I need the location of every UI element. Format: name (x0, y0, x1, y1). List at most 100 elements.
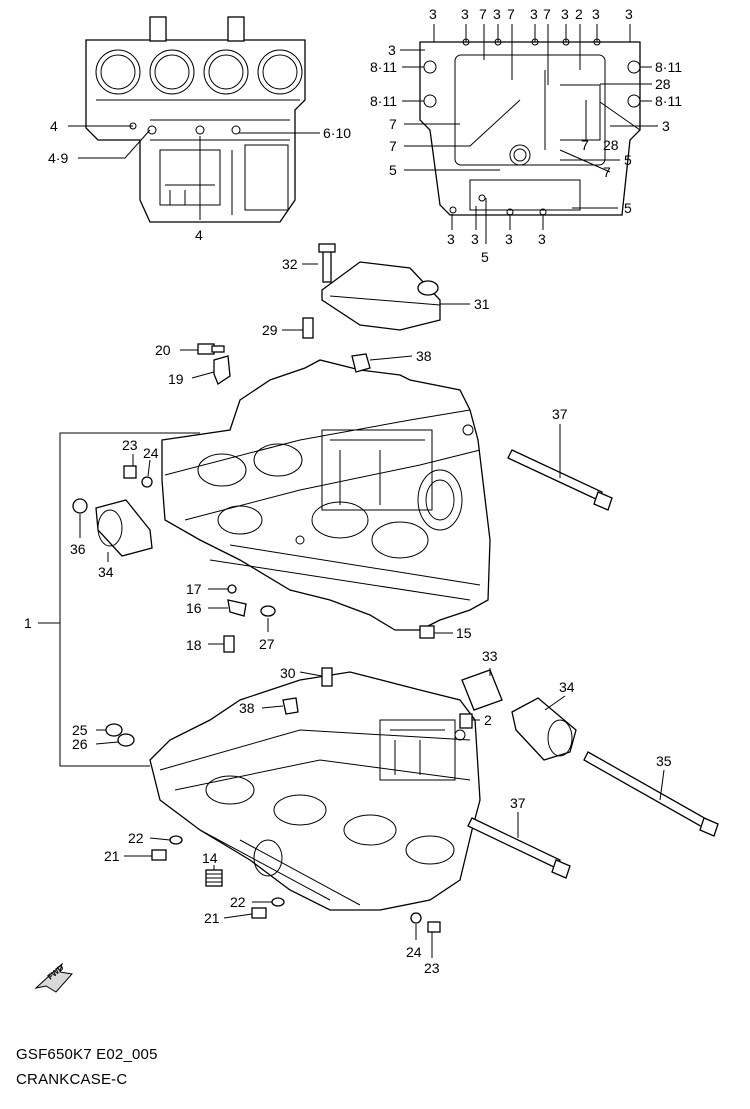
dowel-2-lower (459, 713, 473, 729)
plug-25 (105, 723, 123, 737)
callout-3: 3 (530, 6, 538, 22)
callout-37: 37 (510, 795, 526, 811)
callout-26: 26 (72, 736, 88, 752)
callout-7: 7 (389, 138, 397, 154)
bracket-19 (213, 355, 231, 385)
callout-7: 7 (543, 6, 551, 22)
callout-35: 35 (656, 753, 672, 769)
callout-3: 3 (447, 231, 455, 247)
callout-3: 3 (461, 6, 469, 22)
callout-3: 3 (471, 231, 479, 247)
fwd-arrow-icon: FWD (34, 962, 73, 993)
callout-18: 18 (186, 637, 202, 653)
oil-pipe-cover-31 (321, 261, 441, 331)
cap-38-upper (351, 353, 371, 373)
plug-29 (302, 317, 314, 339)
callout-5: 5 (624, 200, 632, 216)
callout-38: 38 (239, 700, 255, 716)
bolt-18 (223, 635, 235, 653)
callout-5: 5 (389, 162, 397, 178)
callout-28: 28 (655, 76, 671, 92)
upper-crankcase-top-view (85, 16, 306, 223)
callout-8-11: 8·11 (370, 93, 397, 109)
callout-7: 7 (507, 6, 515, 22)
callout-4: 4 (50, 118, 58, 134)
callout-23: 23 (424, 960, 440, 976)
sleeve-33 (461, 669, 503, 711)
callout-25: 25 (72, 722, 88, 738)
callout-3: 3 (505, 231, 513, 247)
plug-15 (419, 625, 435, 639)
callout-3: 3 (538, 231, 546, 247)
washer-22-lower (271, 897, 285, 907)
plug-30 (321, 667, 333, 687)
callout-32: 32 (282, 256, 298, 272)
stud-bolt-37-upper (507, 449, 613, 511)
callout-5: 5 (481, 249, 489, 265)
callout-22: 22 (230, 894, 246, 910)
callout-8-11: 8·11 (655, 59, 682, 75)
lower-crankcase (149, 671, 481, 911)
callout-14: 14 (202, 850, 218, 866)
bolt-21-upper (151, 849, 167, 861)
bearing-34-lower (511, 697, 577, 761)
callout-19: 19 (168, 371, 184, 387)
callout-21: 21 (104, 848, 120, 864)
callout-29: 29 (262, 322, 278, 338)
callout-5: 5 (624, 152, 632, 168)
leader-lines (38, 24, 665, 958)
callout-8-11: 8·11 (370, 59, 397, 75)
bearing-34-upper (95, 499, 153, 557)
oil-filter-stud-14 (205, 869, 223, 887)
bolt-20 (197, 343, 225, 355)
callout-3: 3 (429, 6, 437, 22)
callout-30: 30 (280, 665, 296, 681)
callout-4-9: 4·9 (48, 150, 68, 166)
gasket-26 (117, 733, 135, 747)
callout-7: 7 (581, 137, 589, 153)
callout-37: 37 (552, 406, 568, 422)
bolt-23-lower (427, 921, 441, 933)
callout-7: 7 (389, 116, 397, 132)
callout-21: 21 (204, 910, 220, 926)
washer-24-upper (141, 476, 153, 488)
callout-7: 7 (603, 164, 611, 180)
upper-crankcase (161, 359, 491, 631)
callout-2: 2 (484, 712, 492, 728)
callout-7: 7 (479, 6, 487, 22)
callout-20: 20 (155, 342, 171, 358)
stud-bolt-37-lower (467, 817, 571, 879)
callout-3: 3 (561, 6, 569, 22)
washer-22-upper (169, 835, 183, 845)
washer-27 (260, 605, 276, 617)
callout-38: 38 (416, 348, 432, 364)
callout-4: 4 (195, 227, 203, 243)
pin-17 (227, 584, 237, 594)
callout-28: 28 (603, 137, 619, 153)
callout-17: 17 (186, 581, 202, 597)
callout-23: 23 (122, 437, 138, 453)
callout-3: 3 (388, 42, 396, 58)
callout-8-11: 8·11 (655, 93, 682, 109)
oil-jet-36 (72, 498, 88, 514)
callout-27: 27 (259, 636, 275, 652)
callout-16: 16 (186, 600, 202, 616)
lower-crankcase-bottom-view (419, 38, 641, 216)
washer-24-lower (410, 912, 422, 924)
bolt-21-lower (251, 907, 267, 919)
callout-3: 3 (662, 118, 670, 134)
callout-22: 22 (128, 830, 144, 846)
callout-3: 3 (592, 6, 600, 22)
stud-bolt-35 (583, 751, 719, 837)
callout-24: 24 (143, 445, 159, 461)
callout-3: 3 (625, 6, 633, 22)
callout-36: 36 (70, 541, 86, 557)
callout-33: 33 (482, 648, 498, 664)
diagram-title: CRANKCASE-C (16, 1071, 128, 1088)
bolt-23-upper (123, 465, 137, 479)
callout-24: 24 (406, 944, 422, 960)
callout-15: 15 (456, 625, 472, 641)
callout-labels: 4 4·9 4 6·10 3 3 7 3 7 3 7 3 2 3 3 3 8·1… (24, 6, 682, 976)
cap-38-lower (282, 697, 299, 715)
